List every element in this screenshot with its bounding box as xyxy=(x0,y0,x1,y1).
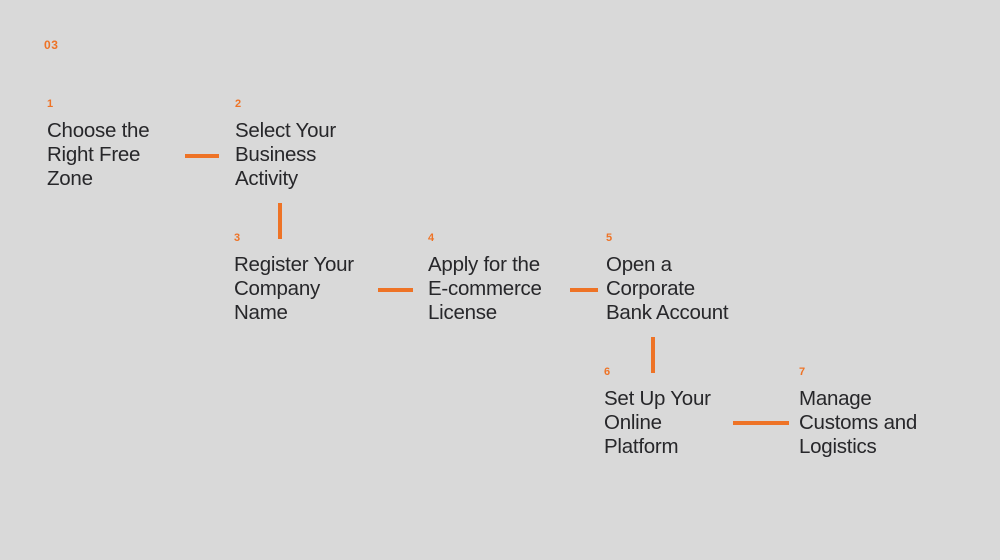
step-number-5: 5 xyxy=(606,232,613,244)
step-title-3: Register Your Company Name xyxy=(234,253,354,324)
step-number-7: 7 xyxy=(799,366,806,378)
step-item-6: 6 Set Up Your Online Platform xyxy=(604,367,734,459)
step-item-1: 1 Choose the Right Free Zone xyxy=(47,99,177,191)
step-title-4: Apply for the E-commerce License xyxy=(428,253,542,324)
step-title-6: Set Up Your Online Platform xyxy=(604,387,711,458)
step-item-5: 5 Open a Corporate Bank Account xyxy=(606,233,766,325)
step-number-4: 4 xyxy=(428,232,435,244)
connector-1-to-2 xyxy=(185,154,219,158)
connector-2-to-3 xyxy=(278,203,282,239)
connector-3-to-4 xyxy=(378,288,413,292)
step-number-1: 1 xyxy=(47,98,54,110)
step-title-2: Select Your Business Activity xyxy=(235,119,336,190)
connector-5-to-6 xyxy=(651,337,655,373)
step-item-7: 7 Manage Customs and Logistics xyxy=(799,367,949,459)
connector-6-to-7 xyxy=(733,421,789,425)
connector-4-to-5 xyxy=(570,288,598,292)
step-title-7: Manage Customs and Logistics xyxy=(799,387,918,458)
section-index-label: 03 xyxy=(44,38,59,52)
step-item-4: 4 Apply for the E-commerce License xyxy=(428,233,568,325)
step-item-2: 2 Select Your Business Activity xyxy=(235,99,365,191)
step-number-6: 6 xyxy=(604,366,611,378)
step-number-2: 2 xyxy=(235,98,242,110)
step-number-3: 3 xyxy=(234,232,241,244)
step-title-5: Open a Corporate Bank Account xyxy=(606,253,729,324)
step-title-1: Choose the Right Free Zone xyxy=(47,119,150,190)
step-item-3: 3 Register Your Company Name xyxy=(234,233,379,325)
